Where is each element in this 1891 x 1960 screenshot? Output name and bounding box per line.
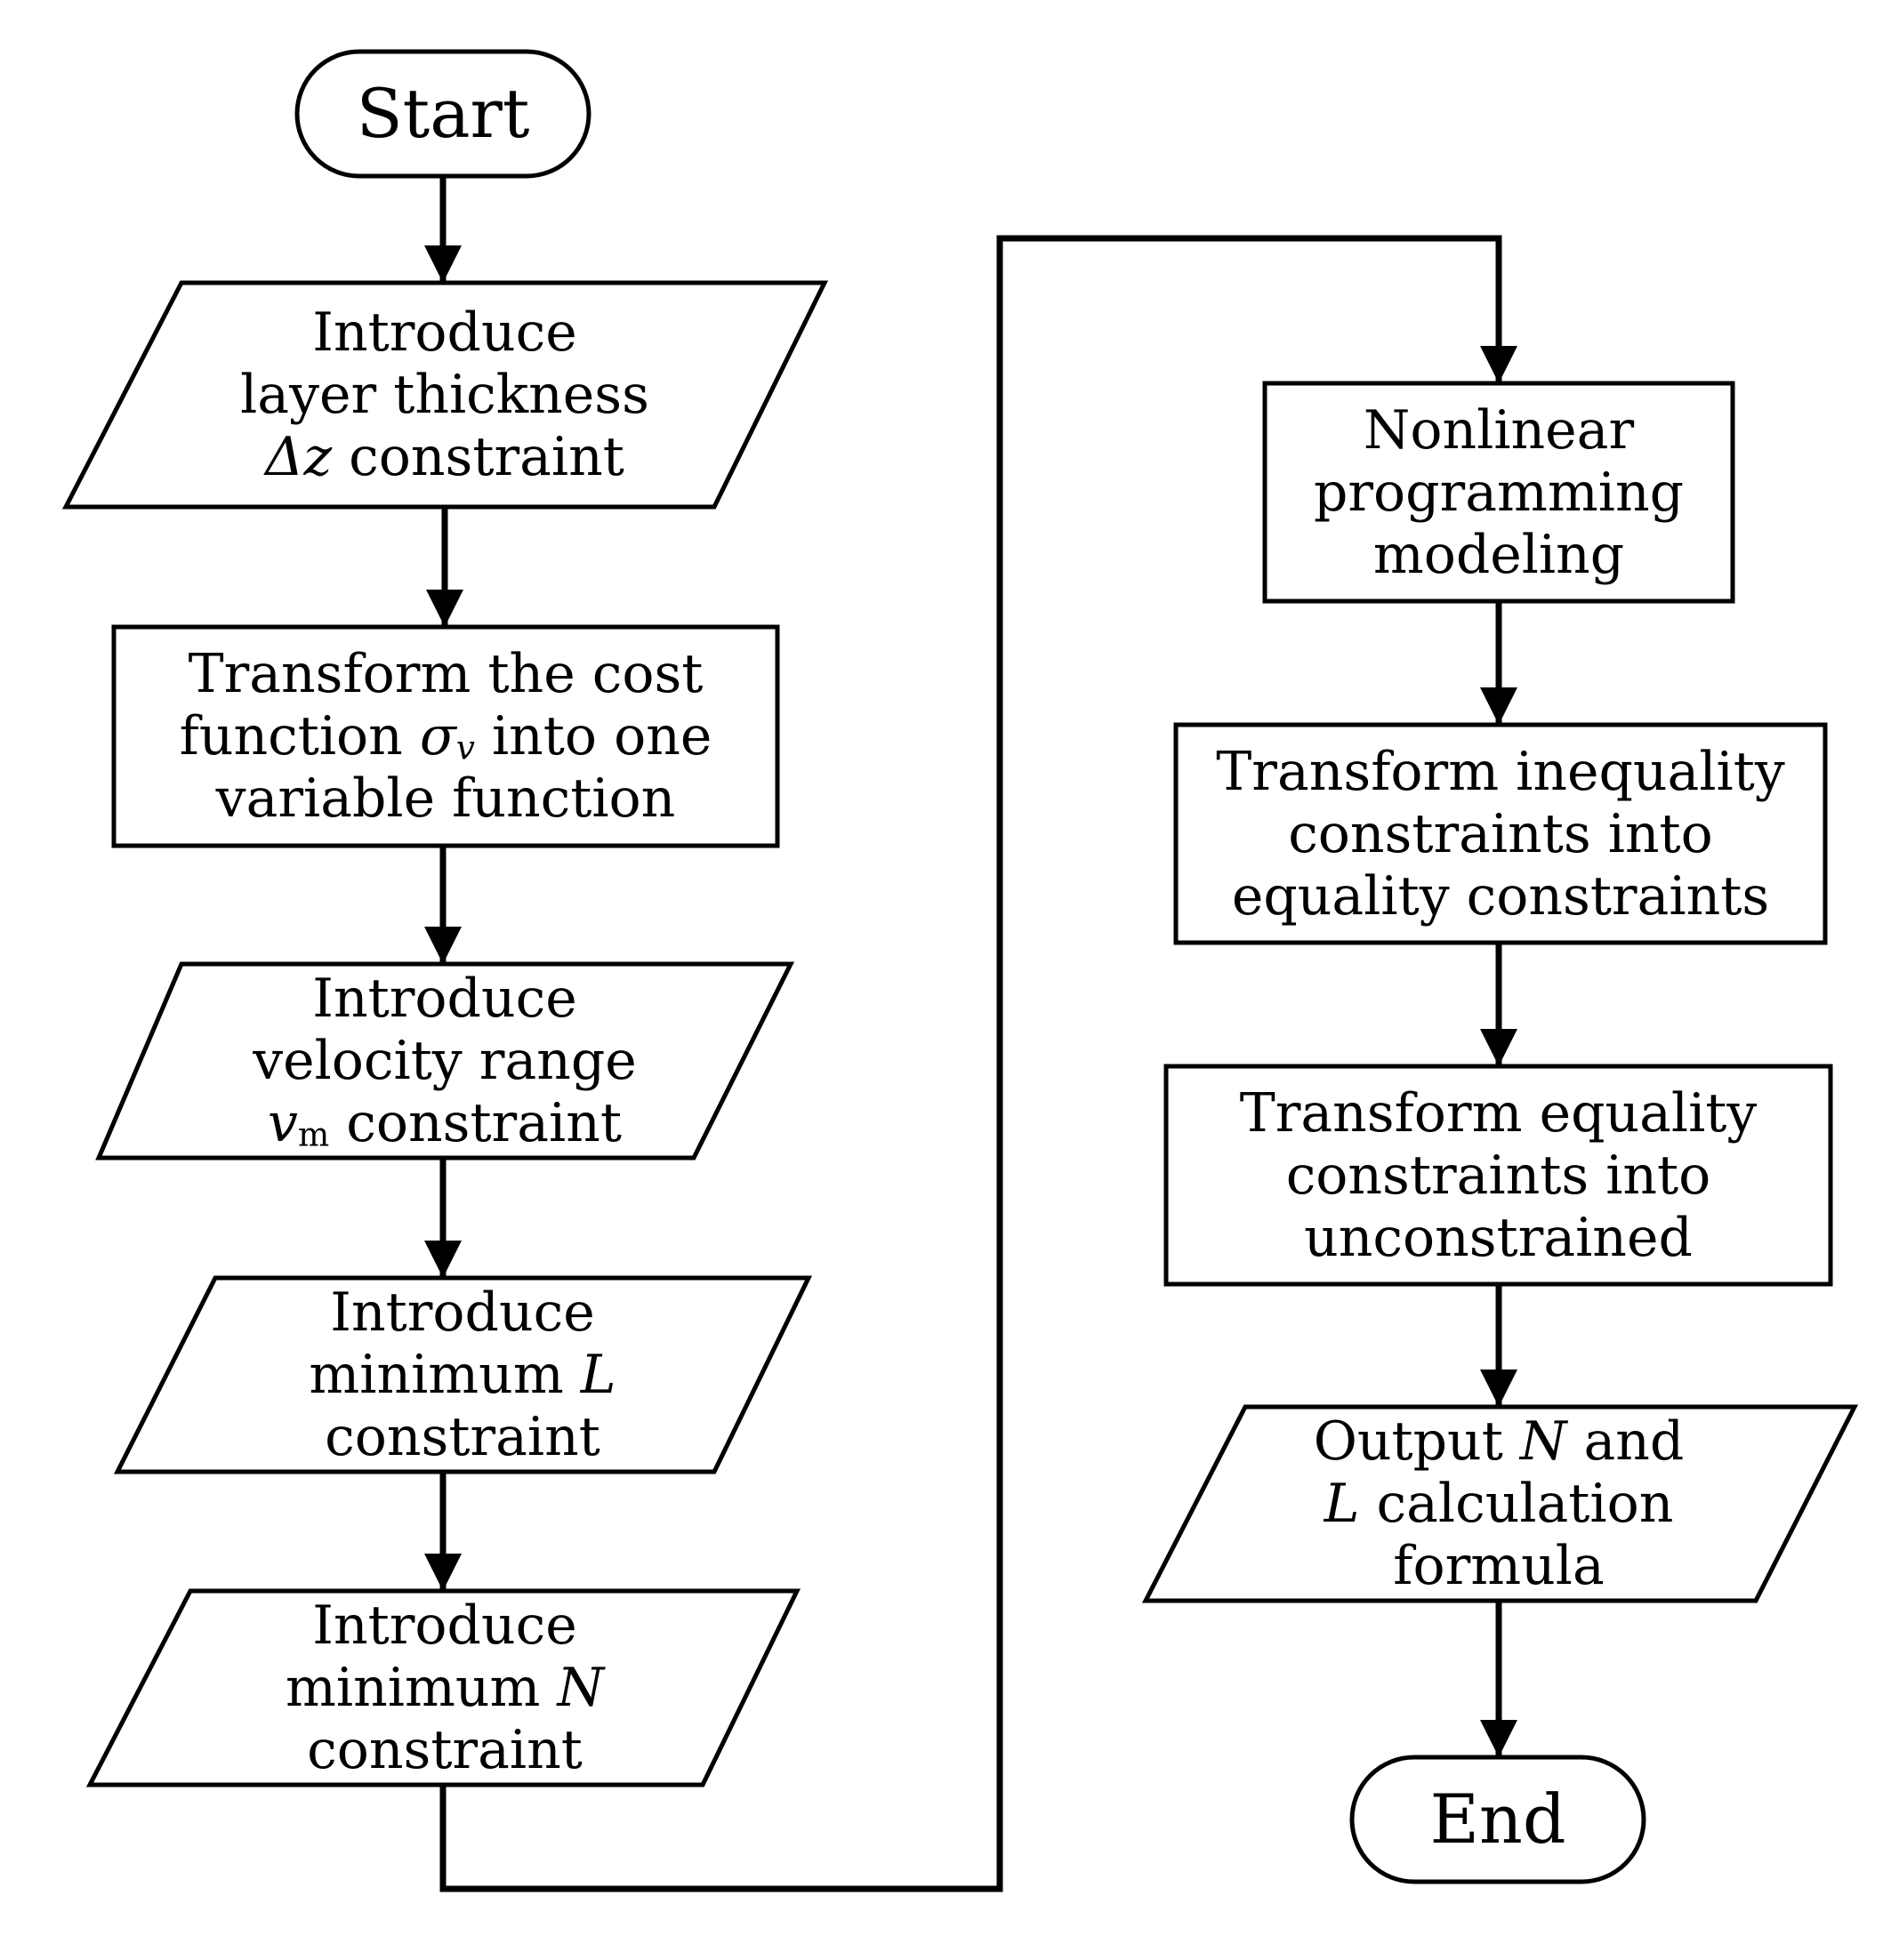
layer-thickness-node: Introduce layer thickness Δz constraint xyxy=(133,283,756,507)
equality-to-unconstrained-line1: Transform equality xyxy=(1239,1081,1758,1145)
minimum-n-line2: minimum N xyxy=(286,1657,604,1719)
minimum-l-node: Introduce minimum L constraint xyxy=(169,1278,756,1472)
nonlinear-programming-line3: modeling xyxy=(1372,523,1625,586)
velocity-range-parallelogram xyxy=(95,961,795,1161)
velocity-range-node: Introduce velocity range vm constraint xyxy=(142,964,747,1158)
output-formula-line3: formula xyxy=(1393,1535,1605,1597)
minimum-n-line3: constraint xyxy=(307,1719,583,1781)
inequality-to-equality-line3: equality constraints xyxy=(1231,864,1770,928)
layer-thickness-line1: Introduce xyxy=(312,301,577,364)
inequality-to-equality-line1: Transform inequality xyxy=(1216,740,1785,803)
minimum-n-node: Introduce minimum N constraint xyxy=(142,1591,747,1785)
minimum-l-line2: minimum L xyxy=(309,1344,616,1406)
minimum-l-line3: constraint xyxy=(325,1406,600,1468)
inequality-to-equality-node: Transform inequality constraints into eq… xyxy=(1176,725,1825,943)
nonlinear-programming-line1: Nonlinear xyxy=(1363,398,1635,462)
equality-to-unconstrained-node: Transform equality constraints into unco… xyxy=(1166,1066,1831,1284)
minimum-l-parallelogram xyxy=(113,1275,812,1474)
v-m-symbol: v xyxy=(268,1092,298,1154)
start-node: Start xyxy=(297,52,589,176)
output-l-symbol: L xyxy=(1324,1473,1360,1535)
cost-function-node: Transform the cost function σv into one … xyxy=(114,627,777,846)
velocity-range-line1: Introduce xyxy=(312,968,577,1030)
arrow-minimum-n-to-nonlinear-programming xyxy=(439,235,1517,1892)
output-formula-line1: Output N and xyxy=(1313,1410,1685,1473)
cost-function-process-shape xyxy=(111,624,780,848)
minimum-l-line1: Introduce xyxy=(330,1281,595,1344)
output-formula-node: Output N and L calculation formula xyxy=(1196,1407,1801,1601)
velocity-range-line2: velocity range xyxy=(253,1030,637,1092)
start-label: Start xyxy=(356,74,530,153)
layer-thickness-line3: Δz constraint xyxy=(265,426,624,488)
inequality-to-equality-line2: constraints into xyxy=(1288,802,1713,865)
minimum-n-parallelogram xyxy=(85,1588,801,1787)
nonlinear-programming-line2: programming xyxy=(1313,461,1685,524)
cost-function-line3: variable function xyxy=(215,767,676,830)
l-symbol: L xyxy=(580,1344,616,1406)
delta-z-symbol: Δz xyxy=(265,426,333,488)
n-symbol: N xyxy=(557,1657,604,1719)
cost-function-line2: function σv into one xyxy=(179,705,712,767)
output-n-symbol: N xyxy=(1519,1410,1567,1473)
sigma-v-symbol: σv xyxy=(419,705,475,767)
end-label: End xyxy=(1429,1779,1566,1859)
equality-to-unconstrained-line2: constraints into xyxy=(1285,1144,1711,1207)
velocity-range-line3: vm constraint xyxy=(268,1092,622,1154)
end-node: End xyxy=(1352,1757,1644,1882)
output-formula-parallelogram xyxy=(1141,1404,1859,1603)
nonlinear-programming-node: Nonlinear programming modeling xyxy=(1265,383,1733,601)
equality-to-unconstrained-line3: unconstrained xyxy=(1304,1206,1693,1269)
cost-function-line1: Transform the cost xyxy=(188,643,704,705)
layer-thickness-line2: layer thickness xyxy=(240,364,649,426)
output-formula-line2: L calculation xyxy=(1324,1473,1674,1535)
layer-thickness-parallelogram xyxy=(61,280,829,510)
minimum-n-line1: Introduce xyxy=(312,1595,577,1657)
